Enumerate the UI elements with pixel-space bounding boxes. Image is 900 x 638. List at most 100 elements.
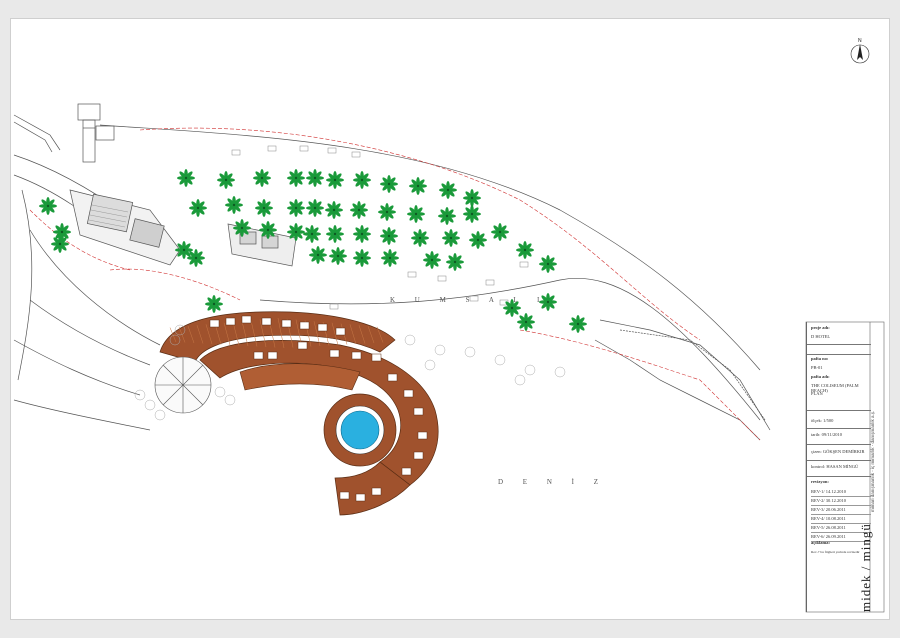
palm-tree-icon <box>380 227 398 245</box>
notes-value: Rev-7 bu fügheri yerinde revizedir <box>811 550 860 554</box>
palm-tree-icon <box>378 203 396 221</box>
palm-tree-icon <box>438 207 456 225</box>
drawing-sheet <box>10 18 890 620</box>
scale-text: ölçek: 1/500 <box>811 418 834 423</box>
cabana <box>225 317 236 326</box>
deck-plank <box>205 324 213 345</box>
rock <box>464 346 476 358</box>
palm-tree-icon <box>469 231 487 249</box>
cabana <box>371 353 382 362</box>
palm-tree-icon <box>205 295 223 313</box>
palm-tree-icon <box>187 249 205 267</box>
deck-plank <box>358 325 366 344</box>
palm-tree-icon <box>287 199 305 217</box>
palm-tree-icon <box>439 181 457 199</box>
deck-plank <box>367 325 375 344</box>
deck-plank <box>187 325 195 344</box>
cabana <box>253 351 264 360</box>
palm-tree-icon <box>306 199 324 217</box>
palm-tree-icon <box>539 255 557 273</box>
lounger <box>327 147 337 154</box>
palm-tree-icon <box>287 169 305 187</box>
cabana <box>413 451 424 460</box>
pool <box>323 393 397 467</box>
lounger <box>437 275 447 282</box>
cabana <box>413 407 424 416</box>
cabana <box>371 487 382 496</box>
revisions-label: revizyon: <box>811 479 829 484</box>
beach-bar-building <box>227 223 297 267</box>
revision-entry: REV-4/ 10.08.2011 <box>811 515 871 524</box>
rock <box>404 334 416 346</box>
palm-tree-icon <box>491 223 509 241</box>
rock <box>224 394 236 406</box>
palm-tree-icon <box>325 201 343 219</box>
palm-tree-icon <box>39 197 57 215</box>
palm-tree-icon <box>463 189 481 207</box>
lounger <box>407 271 417 278</box>
deck-plank <box>313 321 321 347</box>
round-pavilion <box>154 356 212 414</box>
rock <box>169 334 181 346</box>
palm-tree-icon <box>259 221 277 239</box>
lounger <box>351 151 361 158</box>
revision-entry: REV-6/ 26.09.2011 <box>811 533 871 542</box>
palm-tree-icon <box>350 201 368 219</box>
sheet-no-label: pafta no: <box>811 356 829 361</box>
palm-tree-icon <box>225 196 243 214</box>
palm-tree-icon <box>353 249 371 267</box>
palm-tree-icon <box>189 199 207 217</box>
cabana <box>351 351 362 360</box>
beach-loungers <box>231 145 529 310</box>
revision-entry: REV-3/ 20.06.2011 <box>811 506 871 515</box>
beach-label: K U M S A L I <box>390 296 549 304</box>
palm-tree-icon <box>517 313 535 331</box>
palm-tree-icon <box>177 169 195 187</box>
checked-by-text: kontrol: HASAN MİNGÜ <box>811 464 859 469</box>
cabana <box>281 319 292 328</box>
roads-and-contours <box>13 114 771 441</box>
palm-tree-icon <box>411 229 429 247</box>
sheet-name-label: pafta adı: <box>811 374 830 379</box>
palm-tree-icon <box>253 169 271 187</box>
lounger <box>485 279 495 286</box>
rock <box>434 344 446 356</box>
cabana <box>317 323 328 332</box>
cabana <box>329 349 340 358</box>
palm-tree-icon <box>409 177 427 195</box>
palm-tree-icon <box>53 223 71 241</box>
deck-plank <box>277 317 285 349</box>
svg-text:N: N <box>858 38 862 44</box>
cabana <box>401 467 412 476</box>
property-boundary <box>29 127 761 441</box>
rock <box>494 354 506 366</box>
lounger <box>299 145 309 152</box>
palm-tree-icon <box>51 235 69 253</box>
palm-tree-icon <box>306 169 324 187</box>
palm-tree-icon <box>233 219 251 237</box>
revision-entry: REV-5/ 26.08.2011 <box>811 524 871 533</box>
lounger <box>519 261 529 268</box>
project-label: proje adı: <box>811 325 830 330</box>
rock <box>424 359 436 371</box>
drawn-by-text: çizen: GÖKŞEN DEMİRKIR <box>811 449 865 454</box>
palm-tree-icon <box>329 247 347 265</box>
sheet-name-value-2: PLAN <box>811 391 823 396</box>
entrance-building <box>69 189 181 266</box>
palm-tree-icon <box>442 229 460 247</box>
deck-plank <box>223 322 231 346</box>
sheet-name-value: THE COLISEUM (PALM BEACH) <box>811 383 859 393</box>
cabana <box>299 321 310 330</box>
lounger <box>267 145 277 152</box>
palm-tree-icon <box>255 199 273 217</box>
lounger <box>329 303 339 310</box>
palm-tree-icon <box>326 225 344 243</box>
palm-tree-icon <box>407 205 425 223</box>
deck-plank <box>250 320 258 347</box>
palm-tree-icon <box>380 175 398 193</box>
deck-plank <box>241 321 249 347</box>
cabana <box>339 491 350 500</box>
cabana <box>267 351 278 360</box>
